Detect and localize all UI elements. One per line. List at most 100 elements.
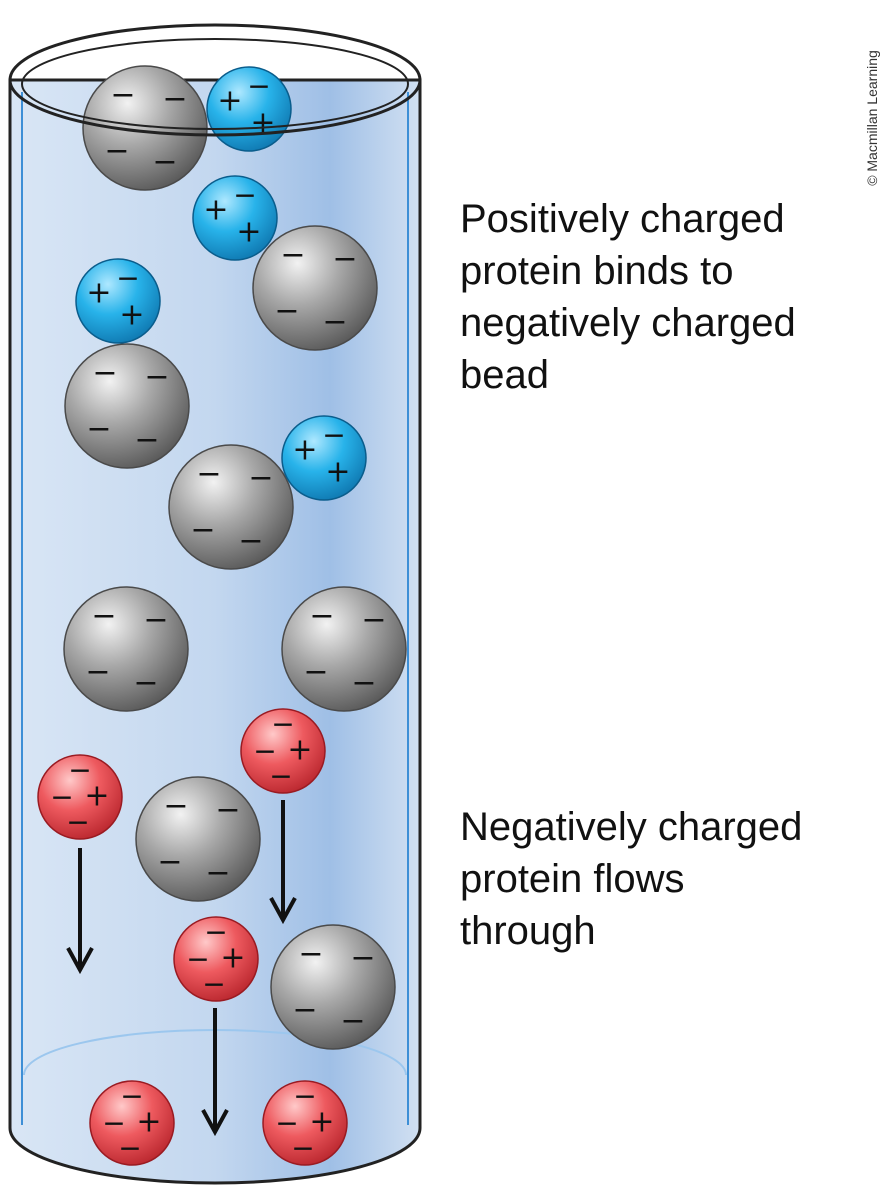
flow-arrow: [269, 800, 297, 925]
negative-protein-sphere: [37, 754, 123, 840]
minus-sign: −: [298, 937, 323, 972]
positive-protein: +−+: [206, 66, 292, 152]
column-rim-outer: [8, 23, 422, 137]
minus-sign: −: [271, 708, 294, 741]
positive-protein: +−+: [281, 415, 367, 501]
minus-sign: −: [196, 457, 221, 492]
minus-sign: −: [248, 461, 273, 496]
minus-sign: −: [309, 599, 334, 634]
negative-proteins-layer: −−+−−−+−−−+−−−+−−−+−: [37, 708, 348, 1166]
negative-protein: −−+−: [89, 1080, 175, 1166]
plus-sign: +: [136, 1105, 161, 1140]
flow-protein-label-line: Negatively charged: [460, 805, 803, 849]
minus-sign: −: [116, 262, 139, 295]
minus-sign: −: [269, 760, 292, 793]
bead-sphere: [281, 586, 407, 712]
beads-layer: −−−−−−−−−−−−−−−−−−−−−−−−−−−−−−−−: [63, 65, 407, 1050]
flow-protein-label: Negatively charged protein flows through: [460, 801, 860, 957]
negative-protein-sphere: [89, 1080, 175, 1166]
minus-sign: −: [202, 968, 225, 1001]
plus-sign: +: [203, 193, 228, 228]
minus-sign: −: [238, 524, 263, 559]
minus-sign: −: [275, 1107, 298, 1140]
minus-sign: −: [292, 993, 317, 1028]
bead-sphere: [270, 924, 396, 1050]
negative-protein-sphere: [262, 1080, 348, 1166]
minus-sign: −: [104, 134, 129, 169]
minus-sign: −: [340, 1004, 365, 1039]
plus-sign: +: [325, 455, 350, 490]
plus-sign: +: [292, 433, 317, 468]
minus-sign: −: [253, 735, 276, 768]
negative-protein: −−+−: [262, 1080, 348, 1166]
bead: −−−−: [64, 343, 190, 469]
flow-protein-label-line: through: [460, 909, 596, 953]
minus-sign: −: [274, 294, 299, 329]
flow-protein-label-line: protein flows: [460, 857, 685, 901]
minus-sign: −: [280, 238, 305, 273]
plus-sign: +: [220, 941, 245, 976]
copyright-credit: © Macmillan Learning: [864, 50, 880, 186]
positive-protein-sphere: [206, 66, 292, 152]
minus-sign: −: [66, 806, 89, 839]
minus-sign: −: [143, 603, 168, 638]
bead-sphere: [64, 343, 190, 469]
minus-sign: −: [162, 82, 187, 117]
minus-sign: −: [110, 78, 135, 113]
minus-sign: −: [134, 423, 159, 458]
minus-sign: −: [291, 1132, 314, 1165]
bead-sphere: [135, 776, 261, 902]
bead: −−−−: [281, 586, 407, 712]
flow-arrow-head: [66, 947, 94, 975]
flow-arrow-head: [269, 897, 297, 925]
minus-sign: −: [144, 360, 169, 395]
negative-protein-sphere: [173, 916, 259, 1002]
minus-sign: −: [50, 781, 73, 814]
bound-protein-label-line: bead: [460, 353, 549, 397]
negative-protein: −−+−: [240, 708, 326, 794]
minus-sign: −: [85, 655, 110, 690]
negative-protein-sphere: [240, 708, 326, 794]
column-rim: [8, 23, 422, 137]
bead-sphere: [252, 225, 378, 351]
minus-sign: −: [186, 943, 209, 976]
plus-sign: +: [309, 1105, 334, 1140]
minus-sign: −: [205, 856, 230, 891]
minus-sign: −: [233, 179, 256, 212]
minus-sign: −: [350, 941, 375, 976]
minus-sign: −: [92, 356, 117, 391]
minus-sign: −: [157, 845, 182, 880]
minus-sign: −: [120, 1080, 143, 1113]
negative-protein: −−+−: [173, 916, 259, 1002]
bead-sphere: [168, 444, 294, 570]
flow-arrow: [66, 848, 94, 975]
column-rim-inner: [21, 38, 409, 130]
positive-protein: +−+: [192, 175, 278, 261]
bead: −−−−: [135, 776, 261, 902]
plus-sign: +: [84, 779, 109, 814]
bead: −−−−: [168, 444, 294, 570]
minus-sign: −: [163, 789, 188, 824]
flow-arrow-head: [201, 1109, 229, 1137]
bound-protein-label-line: negatively charged: [460, 301, 796, 345]
plus-sign: +: [86, 276, 111, 311]
minus-sign: −: [86, 412, 111, 447]
bead: −−−−: [270, 924, 396, 1050]
bound-protein-label-line: Positively charged: [460, 197, 785, 241]
plus-sign: +: [236, 215, 261, 250]
negative-protein: −−+−: [37, 754, 123, 840]
bound-protein-label: Positively charged protein binds to nega…: [460, 193, 860, 401]
positive-proteins-layer: +−++−++−++−+: [75, 66, 367, 501]
minus-sign: −: [293, 1080, 316, 1113]
bound-protein-label-line: protein binds to: [460, 249, 734, 293]
plus-sign: +: [287, 733, 312, 768]
minus-sign: −: [68, 754, 91, 787]
minus-sign: −: [332, 242, 357, 277]
minus-sign: −: [361, 603, 386, 638]
minus-sign: −: [91, 599, 116, 634]
flow-arrow: [201, 1008, 229, 1137]
bead: −−−−: [82, 65, 208, 191]
bead: −−−−: [252, 225, 378, 351]
minus-sign: −: [322, 419, 345, 452]
minus-sign: −: [215, 793, 240, 828]
